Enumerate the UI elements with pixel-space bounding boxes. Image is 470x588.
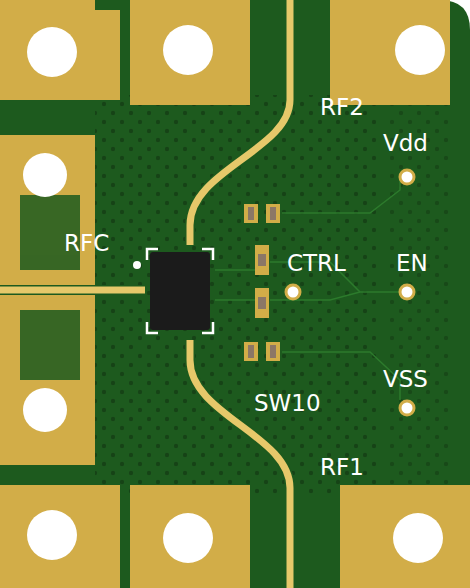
pin-label: RFC [64, 232, 109, 255]
pin-label: CTRL [287, 252, 346, 275]
pin-label: SW10 [254, 392, 321, 415]
pin-label: Vdd [383, 132, 428, 155]
pin-label: VSS [383, 368, 428, 391]
ic-chip [150, 252, 210, 330]
smd-components [244, 204, 280, 361]
pin-label: EN [396, 252, 428, 275]
pin-label: RF1 [320, 456, 364, 479]
pin-label: RF2 [320, 96, 364, 119]
